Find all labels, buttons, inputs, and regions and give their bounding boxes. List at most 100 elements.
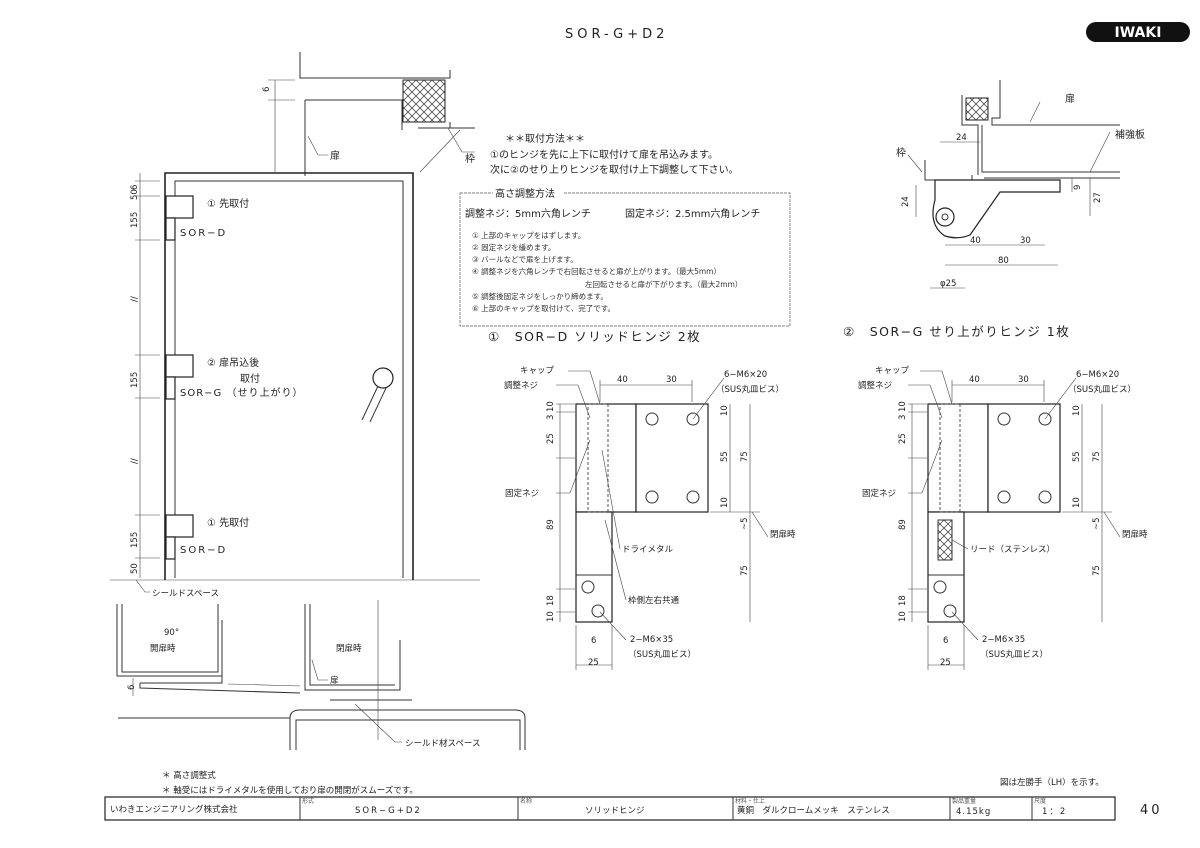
section-dims-h-text: φ25 <box>940 279 956 289</box>
detail1-dims_right-3-text: 10 <box>720 497 730 508</box>
plan-gap-text: 6 <box>127 685 137 690</box>
detail1-closed-text: 閉扉時 <box>770 529 796 540</box>
detail2-dims_right-1-text: 55 <box>1072 451 1082 462</box>
titleblock-name-text: ソリッドヒンジ <box>585 806 645 816</box>
section-dims-c-text: 9 <box>1073 185 1083 190</box>
detail1-cap-text: キャップ <box>520 366 555 376</box>
titleblock-weight-text: 4.15kg <box>956 807 991 817</box>
elevation-hinge2-step2-text: 取付 <box>240 372 260 385</box>
detail1-common-text: 枠側左右共通 <box>628 595 680 606</box>
notes-n2-text: ＊ 軸受にはドライメタルを使用しており扉の開閉がスムーズです。 <box>162 785 418 796</box>
titleblock-type_label-text: 形式 <box>302 797 314 805</box>
elevation-dims_left-7-text: 50 <box>130 563 140 574</box>
detail2-closed-text: 閉扉時 <box>1122 529 1148 540</box>
detail2-dims_left-1-text: 3 <box>898 415 908 420</box>
detail1-dims_right-0-text: 10 <box>720 405 730 416</box>
elevation-dims_left-3-text: // <box>130 296 140 302</box>
elevation-dims_left-4-text: 155 <box>130 372 140 388</box>
adjust-tools_right-text: 固定ネジ：2.5mm六角レンチ <box>625 207 760 220</box>
door-handle <box>361 367 394 423</box>
detail2-dims_right-3-text: 10 <box>1072 497 1082 508</box>
notes-hand-text: 図は左勝手（LH）を示す。 <box>1000 777 1104 788</box>
detail2-dims_left-5-text: 10 <box>898 611 908 622</box>
detail1-dims_top-1-text: 30 <box>666 375 677 385</box>
hinge-bottom: ① 先取付 SOR−D <box>165 514 249 560</box>
title-block: いわきエンジニアリング株式会社 形式 SOR−G+D2 名称 ソリッドヒンジ 材… <box>104 796 1163 821</box>
titleblock-scale_label-text: 尺度 <box>1034 797 1046 805</box>
elevation-dims_left-0-text: 6 <box>130 185 140 190</box>
detail2-dims_left-3-text: 89 <box>898 519 908 530</box>
adjust-tools_left-text: 調整ネジ：5mm六角レンチ <box>465 207 591 220</box>
height-adjust-box: 高さ調整方法 調整ネジ：5mm六角レンチ 固定ネジ：2.5mm六角レンチ ① 上… <box>459 187 791 327</box>
detail1-dims_right-5-text: 75 <box>740 565 750 576</box>
detail2-screw_top2-text: （SUS丸皿ビス） <box>1068 384 1136 395</box>
adjust-steps-6-text: ⑥ 上部のキャップを取付けて、完了です。 <box>472 303 615 313</box>
elevation-hinge2-model-text: SOR−G （せり上がり） <box>180 386 303 399</box>
adjust-steps-4-text: 左回転させると扉が下がります。（最大2mm） <box>585 279 742 289</box>
detail1-dims_bottom-1-text: 25 <box>588 658 599 668</box>
detail2-dims_right-0-text: 10 <box>1072 405 1082 416</box>
detail2-dims_right-4-text: ~5 <box>1092 517 1102 530</box>
iwaki-logo: IWAKI <box>1086 22 1190 42</box>
install-instructions: ＊＊取付方法＊＊ ①のヒンジを先に上下に取付けて扉を吊込みます。 次に②のせり上… <box>490 132 739 176</box>
section-door-text: 扉 <box>1065 92 1075 105</box>
detail2-screw_bot-text: 2−M6×35 <box>982 635 1025 645</box>
notes: ＊ 高さ調整式 ＊ 軸受にはドライメタルを使用しており扉の開閉がスムーズです。 … <box>162 770 1104 796</box>
install-heading-text: ＊＊取付方法＊＊ <box>505 132 585 145</box>
detail2-dims_top-1-text: 30 <box>1018 375 1029 385</box>
adjust-steps-3-text: ④ 調整ネジを六角レンチで右回転させると扉が上がります。（最大5mm） <box>472 266 721 276</box>
detail1-dims_left-5-text: 10 <box>546 611 556 622</box>
titleblock-material-text: 黄銅 ダルクロームメッキ ステンレス <box>737 805 890 816</box>
detail1-dims_top-0-text: 40 <box>617 375 628 385</box>
detail2-dims_bottom-0-text: 6 <box>943 636 948 646</box>
page-number: 40 <box>1140 803 1163 818</box>
elevation-hinge1-step-text: ① 先取付 <box>207 197 249 210</box>
detail1-dims_bottom-0-text: 6 <box>591 636 596 646</box>
plan-closed-text: 閉扉時 <box>336 643 362 654</box>
drawing-title: SOR-G+D2 <box>565 27 668 42</box>
plan-open_angle-text: 90° <box>164 628 179 638</box>
detail1-sor-d: キャップ 調整ネジ 固定ネジ ドライメタル 枠側左右共通 2−M6×35 （SU… <box>504 366 796 670</box>
elevation-hinge3-step-text: ① 先取付 <box>207 516 249 529</box>
top-section-detail: 6 扉 枠 <box>262 52 475 176</box>
hinge-middle: ② 扉吊込後 取付 SOR−G （せり上がり） <box>165 354 303 400</box>
detail2-dims_top-0-text: 40 <box>969 375 980 385</box>
bottom-plan-section: シールドスペース 90° 開扉時 6 閉扉時 扉 シールド材スペース <box>116 579 526 750</box>
detail2-cap-text: キャップ <box>875 366 910 376</box>
adjust-steps-5-text: ⑤ 調整後固定ネジをしっかり締めます。 <box>472 291 608 301</box>
top-gap-dim: 6 <box>262 87 272 92</box>
detail1-screw_top2-text: （SUS丸皿ビス） <box>716 384 784 395</box>
section-dims-g-text: 80 <box>998 256 1009 266</box>
detail2-sor-g: キャップ 調整ネジ 固定ネジ リード（ステンレス） 2−M6×35 （SUS丸皿… <box>858 366 1148 670</box>
titleblock-company-text: いわきエンジニアリング株式会社 <box>110 804 238 815</box>
adjust-steps-1-text: ② 固定ネジを緩めます。 <box>472 242 555 252</box>
titleblock-scale-text: 1：2 <box>1042 807 1067 817</box>
install-line2-text: 次に②のせり上りヒンジを取付け上下調整して下さい。 <box>490 163 739 176</box>
section-dims-a-text: 24 <box>956 133 967 143</box>
plan-seal_material-text: シールド材スペース <box>405 738 480 749</box>
detail2-dims_left-0-text: 10 <box>898 401 908 412</box>
section-reinforce-text: 補強板 <box>1115 128 1145 141</box>
elevation-dims_left-5-text: // <box>130 458 140 464</box>
elevation-hinge3-model-text: SOR−D <box>180 545 227 556</box>
detail1-adj_screw-text: 調整ネジ <box>504 380 538 391</box>
section-frame-text: 枠 <box>896 146 906 159</box>
detail1-dims_right-1-text: 55 <box>720 451 730 462</box>
detail2-dims_left-2-text: 25 <box>898 433 908 444</box>
adjust-steps-2-text: ③ バールなどで扉を上げます。 <box>472 254 578 264</box>
detail1-screw_bot-text: 2−M6×35 <box>630 635 673 645</box>
detail1-dims_left-4-text: 18 <box>546 595 556 606</box>
titleblock-type-text: SOR−G+D2 <box>355 806 422 816</box>
plan-open-text: 開扉時 <box>150 643 176 654</box>
detail1-screw_top-text: 6−M6×20 <box>724 370 767 380</box>
titleblock-weight_label-text: 製品重量 <box>952 797 976 805</box>
hinge-top: ① 先取付 SOR−D <box>165 195 249 241</box>
detail2-adj_screw-text: 調整ネジ <box>858 380 892 391</box>
detail1-dims_right-2-text: 75 <box>740 451 750 462</box>
detail1-dims_left-2-text: 25 <box>546 433 556 444</box>
detail2-part-text: リード（ステンレス） <box>970 544 1055 555</box>
hinge-plan-section: 扉 補強板 枠 24 24 9 27 40 30 80 φ25 <box>896 80 1145 289</box>
plan-seal_space-text: シールドスペース <box>152 589 219 599</box>
detail2-dims_right-5-text: 75 <box>1092 565 1102 576</box>
